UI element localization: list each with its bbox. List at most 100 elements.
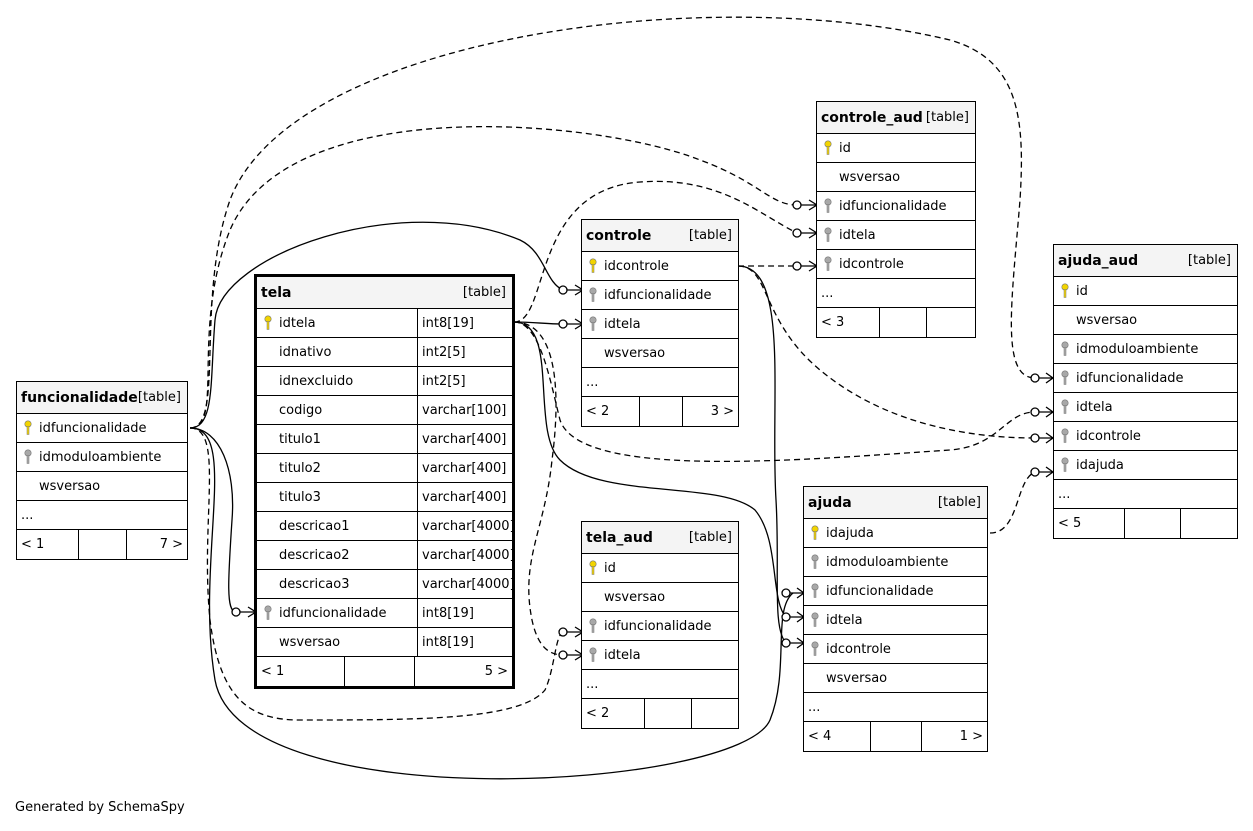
parents-count[interactable]: < 2 (586, 706, 610, 721)
fk-end-circle (792, 261, 802, 271)
column-row[interactable]: descricao3 varchar[4000] (257, 570, 515, 599)
parents-count[interactable]: < 2 (586, 404, 610, 419)
edge-ajuda-funcionalidade (189, 427, 794, 780)
children-count[interactable] (927, 308, 975, 337)
column-row[interactable]: ... (582, 670, 738, 699)
column-row[interactable]: wsversao (804, 664, 987, 693)
column-row[interactable]: idajuda (804, 519, 987, 548)
column-row[interactable]: ... (17, 501, 187, 530)
column-row[interactable]: idfuncionalidade (582, 281, 738, 310)
table-name: ajuda (808, 494, 852, 511)
column-name: idnativo (279, 344, 332, 360)
table-type: [table] (925, 110, 969, 125)
column-row[interactable]: idfuncionalidade (1054, 364, 1237, 393)
children-count[interactable]: 3 > (710, 404, 734, 419)
foreign-key-icon (589, 287, 597, 302)
parents-count[interactable]: < 1 (21, 537, 45, 552)
column-row[interactable]: id (1054, 277, 1237, 306)
primary-key-icon (589, 258, 597, 273)
column-row[interactable]: ... (1054, 480, 1237, 509)
table-header[interactable]: funcionalidade[table] (17, 382, 187, 414)
column-row[interactable]: idtela (817, 221, 975, 250)
column-row[interactable]: idmoduloambiente (17, 443, 187, 472)
column-row[interactable]: idfuncionalidade (582, 612, 738, 641)
column-row[interactable]: id (582, 554, 738, 583)
column-type: varchar[4000] (417, 512, 515, 540)
column-row[interactable]: idcontrole (817, 250, 975, 279)
children-count[interactable]: 5 > (484, 664, 508, 679)
parents-count[interactable]: < 5 (1058, 516, 1082, 531)
table-funcionalidade[interactable]: funcionalidade[table] idfuncionalidade idm… (16, 381, 188, 560)
column-row[interactable]: wsversao (582, 583, 738, 612)
column-row[interactable]: idtela (804, 606, 987, 635)
column-type: varchar[4000] (417, 570, 515, 598)
column-row[interactable]: wsversao (1054, 306, 1237, 335)
foreign-key-icon (24, 449, 32, 464)
column-type: int2[5] (417, 367, 512, 395)
column-row[interactable]: wsversao (17, 472, 187, 501)
parents-count[interactable]: < 1 (261, 664, 285, 679)
table-header[interactable]: controle[table] (582, 220, 738, 252)
column-row[interactable]: idtela (1054, 393, 1237, 422)
table-name: controle_aud (821, 109, 923, 126)
table-controle[interactable]: controle[table] idcontrole idfuncionalidad… (581, 219, 739, 427)
table-header[interactable]: tela_aud[table] (582, 522, 738, 554)
children-count[interactable] (692, 699, 738, 728)
column-row[interactable]: idtela (582, 310, 738, 339)
column-row[interactable]: id (817, 134, 975, 163)
column-row[interactable]: idcontrole (804, 635, 987, 664)
column-type: varchar[400] (417, 425, 512, 453)
column-row[interactable]: idcontrole (582, 252, 738, 281)
edge-ajuda-controle (737, 265, 787, 644)
column-row[interactable]: ... (582, 368, 738, 397)
column-row[interactable]: idfuncionalidade (817, 192, 975, 221)
column-row[interactable]: idmoduloambiente (804, 548, 987, 577)
column-row[interactable]: idmoduloambiente (1054, 335, 1237, 364)
column-row[interactable]: wsversao (817, 163, 975, 192)
footer-middle (639, 397, 683, 426)
column-row[interactable]: idfuncionalidade (17, 414, 187, 443)
column-name: idcontrole (604, 258, 669, 274)
column-name: descricao3 (279, 576, 350, 592)
table-header[interactable]: controle_aud[table] (817, 102, 975, 134)
children-count[interactable] (1181, 509, 1237, 538)
table-header[interactable]: tela[table] (257, 277, 512, 309)
column-name: wsversao (839, 169, 901, 185)
column-row[interactable]: idcontrole (1054, 422, 1237, 451)
column-name: idfuncionalidade (1076, 370, 1184, 386)
column-name: idcontrole (839, 256, 904, 272)
column-row[interactable]: idfuncionalidade (804, 577, 987, 606)
column-row[interactable]: wsversao (582, 339, 738, 368)
column-row[interactable]: idajuda (1054, 451, 1237, 480)
column-name: idfuncionalidade (39, 420, 147, 436)
primary-key-icon (811, 525, 819, 540)
fk-end-circle (781, 612, 791, 622)
parents-count[interactable]: < 3 (821, 315, 845, 330)
children-count[interactable]: 7 > (159, 537, 183, 552)
column-row[interactable]: ... (817, 279, 975, 308)
column-row[interactable]: idtela (582, 641, 738, 670)
children-count[interactable]: 1 > (959, 729, 983, 744)
parents-count[interactable]: < 4 (808, 729, 832, 744)
table-footer: < 1 5 > (257, 657, 512, 686)
table-footer: < 4 1 > (804, 722, 987, 751)
table-header[interactable]: ajuda_aud[table] (1054, 245, 1237, 277)
column-row[interactable]: ... (804, 693, 987, 722)
table-header[interactable]: ajuda[table] (804, 487, 987, 519)
